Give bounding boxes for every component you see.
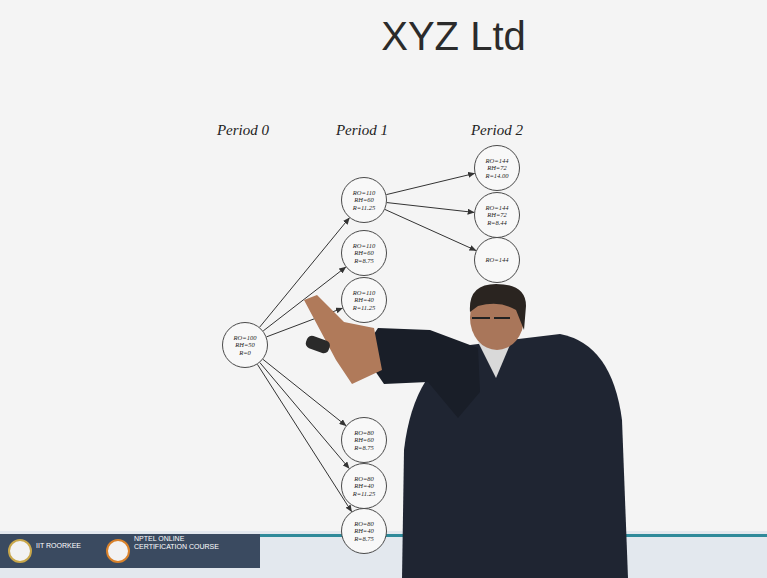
node-text-group: RO=144 [486, 256, 509, 263]
iit-logo [9, 540, 31, 562]
node-value: RH=72 [487, 211, 507, 218]
node-text-group: RO=80RH=60R=8.75 [354, 429, 374, 451]
period-heading: Period 1 [336, 122, 388, 139]
state-circle: RO=144RH=72R=14.00 [474, 145, 520, 191]
node-value: R=11.25 [353, 490, 376, 497]
node-value: RO=110 [353, 242, 375, 249]
node-value: RO=110 [353, 189, 375, 196]
node-value: RO=110 [353, 289, 375, 296]
node-value: R=8.75 [354, 257, 374, 264]
state-circle: RO=110RH=40R=11.25 [341, 277, 387, 323]
footer-text: IIT ROORKEE [36, 542, 81, 550]
state-circle: RO=144 [474, 237, 520, 283]
node-value: R=0 [239, 349, 251, 356]
node-value: R=8.75 [354, 444, 374, 451]
node-value: RO=144 [486, 204, 509, 211]
node-value: RO=80 [354, 520, 374, 527]
tree-arrow [386, 173, 474, 194]
node-value: RH=40 [354, 482, 374, 489]
state-circle: RO=144RH=72R=8.44 [474, 192, 520, 238]
node-text-group: RO=110RH=40R=11.25 [353, 289, 376, 311]
node-text-group: RO=110RH=60R=8.75 [353, 242, 375, 264]
tree-arrow [387, 203, 474, 213]
node-text-group: RO=100RH=50R=0 [234, 334, 257, 356]
node-value: RH=50 [235, 341, 255, 348]
state-circle: RO=110RH=60R=8.75 [341, 230, 387, 276]
node-value: RO=80 [354, 429, 374, 436]
node-value: R=8.44 [487, 219, 507, 226]
footer-text: NPTEL ONLINE CERTIFICATION COURSE [134, 535, 224, 551]
tree-arrow [260, 363, 349, 469]
glasses [472, 317, 510, 319]
node-text-group: RO=80RH=40R=11.25 [353, 475, 376, 497]
period-heading: Period 2 [471, 122, 523, 139]
node-value: RH=72 [487, 164, 507, 171]
node-value: RH=40 [354, 296, 374, 303]
nptel-logo [107, 540, 129, 562]
node-value: RO=144 [486, 256, 509, 263]
node-value: RH=60 [354, 436, 374, 443]
node-text-group: RO=80RH=40R=8.75 [354, 520, 374, 542]
node-text-group: RO=144RH=72R=14.00 [486, 157, 509, 179]
state-circle: RO=110RH=60R=11.25 [341, 177, 387, 223]
node-value: RH=40 [354, 527, 374, 534]
state-circle: RO=80RH=40R=11.25 [341, 463, 387, 509]
node-value: RO=100 [234, 334, 257, 341]
node-value: R=8.75 [354, 535, 374, 542]
node-text-group: RO=144RH=72R=8.44 [486, 204, 509, 226]
node-value: R=14.00 [486, 172, 509, 179]
node-value: R=11.25 [353, 204, 376, 211]
node-value: RH=60 [354, 249, 374, 256]
slide-title: XYZ Ltd [0, 14, 767, 59]
period-heading: Period 0 [217, 122, 269, 139]
node-value: RO=144 [486, 157, 509, 164]
tree-arrow [385, 209, 476, 250]
node-value: RH=60 [354, 196, 374, 203]
suit-sleeve [362, 328, 480, 418]
hair [470, 284, 526, 330]
node-text-group: RO=110RH=60R=11.25 [353, 189, 376, 211]
footer-bar [0, 534, 260, 568]
state-circle: RO=80RH=60R=8.75 [341, 417, 387, 463]
node-value: R=11.25 [353, 304, 376, 311]
node-value: RO=80 [354, 475, 374, 482]
tree-arrow [257, 364, 351, 511]
state-circle: RO=100RH=50R=0 [222, 322, 268, 368]
remote [304, 334, 331, 354]
state-circle: RO=80RH=40R=8.75 [341, 508, 387, 554]
